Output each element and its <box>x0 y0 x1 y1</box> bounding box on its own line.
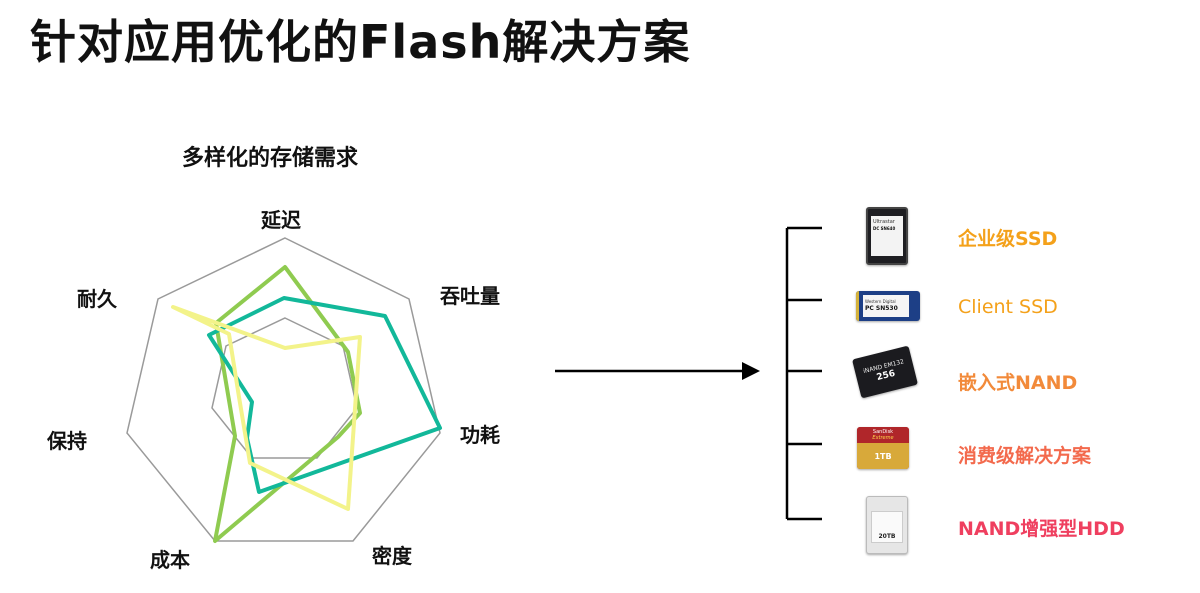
radar-chart <box>126 237 442 543</box>
client-ssd-label-text: Client SSD <box>958 296 1058 318</box>
hdd-capacity-text: 20TB <box>878 533 896 540</box>
axis-label-retention: 保持 <box>47 429 87 453</box>
axis-label-latency: 延迟 <box>261 208 301 232</box>
ssd2-model-text: PC SN530 <box>865 305 898 312</box>
product-label-nand-hdd: NAND增强型HDD <box>958 518 1125 540</box>
arrow-head-icon <box>742 362 760 380</box>
client-ssd-m2-photo-icon: Western Digital PC SN530 <box>856 291 920 321</box>
radar-title: 多样化的存储需求 <box>182 146 359 171</box>
enterprise-ssd-photo-icon: Ultrastar DC SN640 <box>866 207 908 265</box>
ssd1-model-text: DC SN640 <box>873 226 896 231</box>
axis-label-density: 密度 <box>372 544 412 568</box>
axis-label-power: 功耗 <box>460 423 500 447</box>
axis-label-endurance: 耐久 <box>77 287 117 311</box>
axis-label-throughput: 吞吐量 <box>440 284 500 308</box>
product-label-client-ssd: Client SSD <box>958 296 1058 318</box>
sd-capacity-text: 1TB <box>874 451 892 461</box>
radar-series-yellow <box>171 305 362 511</box>
axis-label-cost: 成本 <box>150 548 190 572</box>
microsd-card-photo-icon: SanDisk Extreme 1TB <box>857 427 909 469</box>
sd-brand-text: SanDisk <box>872 429 894 435</box>
hdd-photo-icon: 20TB <box>866 496 908 554</box>
radar-grid-outer <box>126 237 441 542</box>
radar-series-green <box>213 265 362 543</box>
product-label-consumer: 消费级解决方案 <box>958 445 1092 467</box>
sd-line-text: Extreme <box>872 435 894 441</box>
product-label-embedded-nand: 嵌入式NAND <box>958 372 1078 394</box>
ssd2-brand-text: Western Digital <box>865 299 896 304</box>
page-title: 针对应用优化的Flash解决方案 <box>30 15 691 69</box>
ssd1-brand-text: Ultrastar <box>873 219 895 225</box>
product-label-enterprise-ssd: 企业级SSD <box>958 228 1058 250</box>
